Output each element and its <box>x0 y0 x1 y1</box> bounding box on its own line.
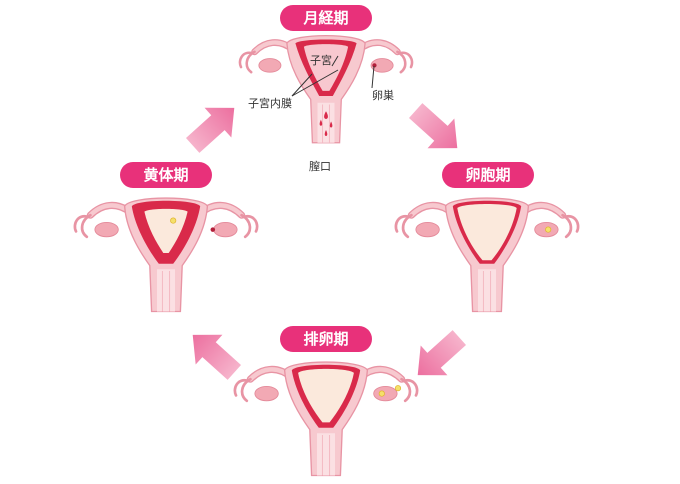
phase-label-luteal: 黄体期 <box>120 162 212 188</box>
annotation-uterus: 子宮 <box>310 54 332 67</box>
arrow-ovulation-to-luteal <box>192 334 242 380</box>
phase-label-menstrual: 月経期 <box>280 5 372 31</box>
phase-label-ovulation: 排卵期 <box>280 326 372 352</box>
arrow-follicular-to-ovulation <box>417 330 467 376</box>
uterus-luteal <box>75 198 257 311</box>
annotation-leaders <box>291 55 375 97</box>
uterus-follicular <box>396 198 578 311</box>
arrow-luteal-to-menstrual <box>185 107 235 153</box>
uterus-menstrual <box>240 36 412 143</box>
phase-label-follicular: 卵胞期 <box>442 162 534 188</box>
annotation-ovary: 卵巣 <box>372 89 394 102</box>
annotation-vagina: 膣口 <box>309 160 331 173</box>
uterus-ovulation <box>235 362 417 475</box>
annotation-endometrium: 子宮内膜 <box>248 97 292 110</box>
arrow-menstrual-to-follicular <box>408 103 458 149</box>
